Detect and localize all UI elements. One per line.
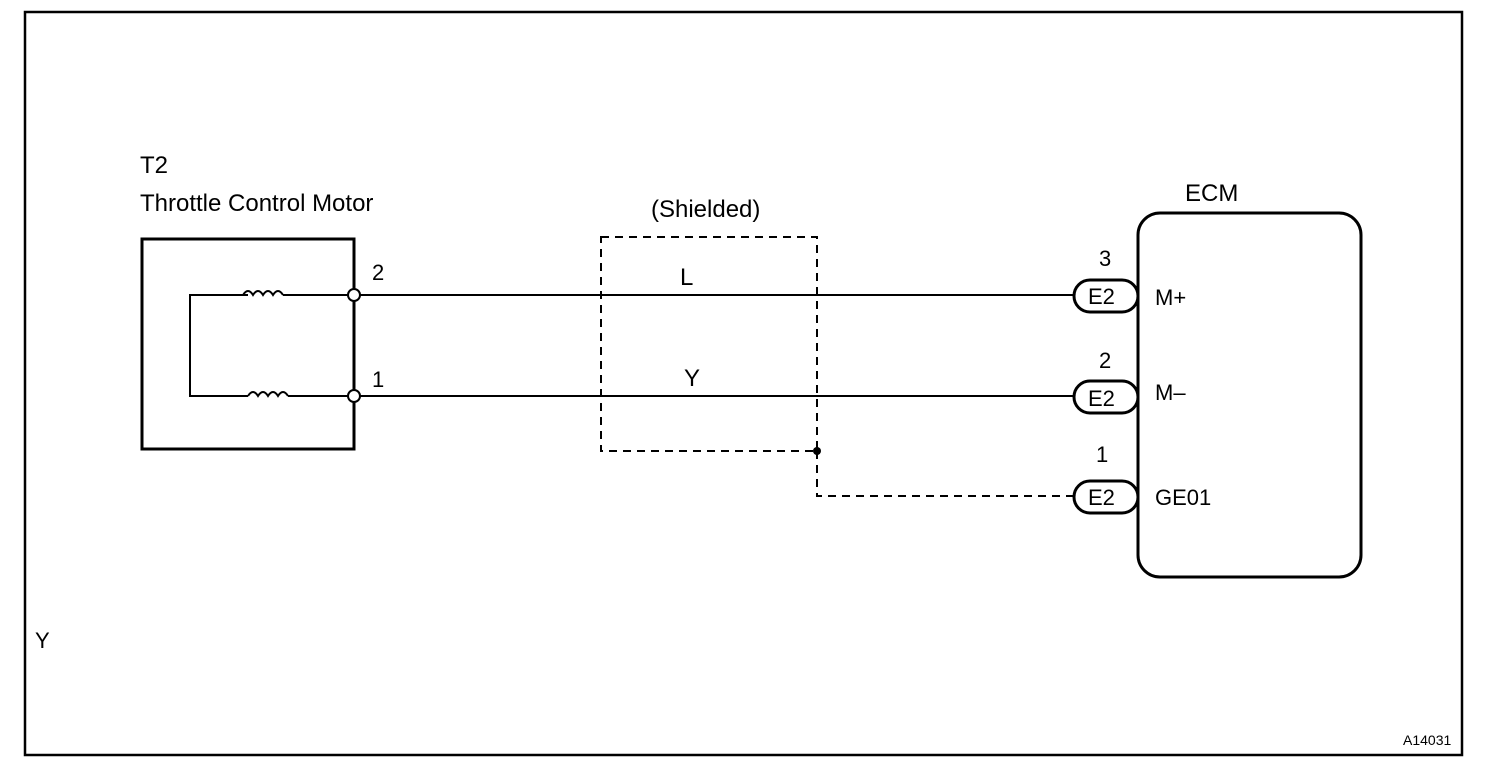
connector-badge	[1072, 278, 1140, 314]
wire-color-label: Y	[684, 365, 700, 392]
motor-box	[140, 237, 356, 451]
shield-drain-wire	[816, 451, 1074, 497]
ecm-signal-label: M–	[1155, 380, 1186, 405]
shield-box	[600, 236, 818, 452]
component-code: T2	[140, 152, 168, 179]
connector-badge	[1072, 379, 1140, 415]
motor-pin-label: 2	[372, 260, 384, 285]
diagram-frame	[23, 10, 1464, 757]
connector-code: E2	[1088, 485, 1115, 510]
motor-pin-label: 1	[372, 367, 384, 392]
terminal-circle	[347, 389, 361, 403]
wire-color-label: L	[680, 264, 693, 291]
shield-label: (Shielded)	[651, 196, 760, 223]
ecm-pin-number: 3	[1099, 246, 1111, 271]
connector-code: E2	[1088, 386, 1115, 411]
stray-mark: Y	[35, 628, 50, 653]
ecm-signal-label: GE01	[1155, 485, 1211, 510]
ecm-signal-label: M+	[1155, 285, 1186, 310]
figure-id: A14031	[1403, 732, 1451, 748]
connector-code: E2	[1088, 284, 1115, 309]
connector-badge	[1072, 479, 1140, 515]
motor-internal-wiring	[189, 294, 248, 397]
ecm-pin-number: 1	[1096, 442, 1108, 467]
coil-icon	[242, 290, 284, 297]
ecm-title: ECM	[1185, 180, 1238, 207]
coil-icon	[247, 391, 289, 398]
component-name: Throttle Control Motor	[140, 190, 373, 217]
ecm-pin-number: 2	[1099, 348, 1111, 373]
terminal-circle	[347, 288, 361, 302]
